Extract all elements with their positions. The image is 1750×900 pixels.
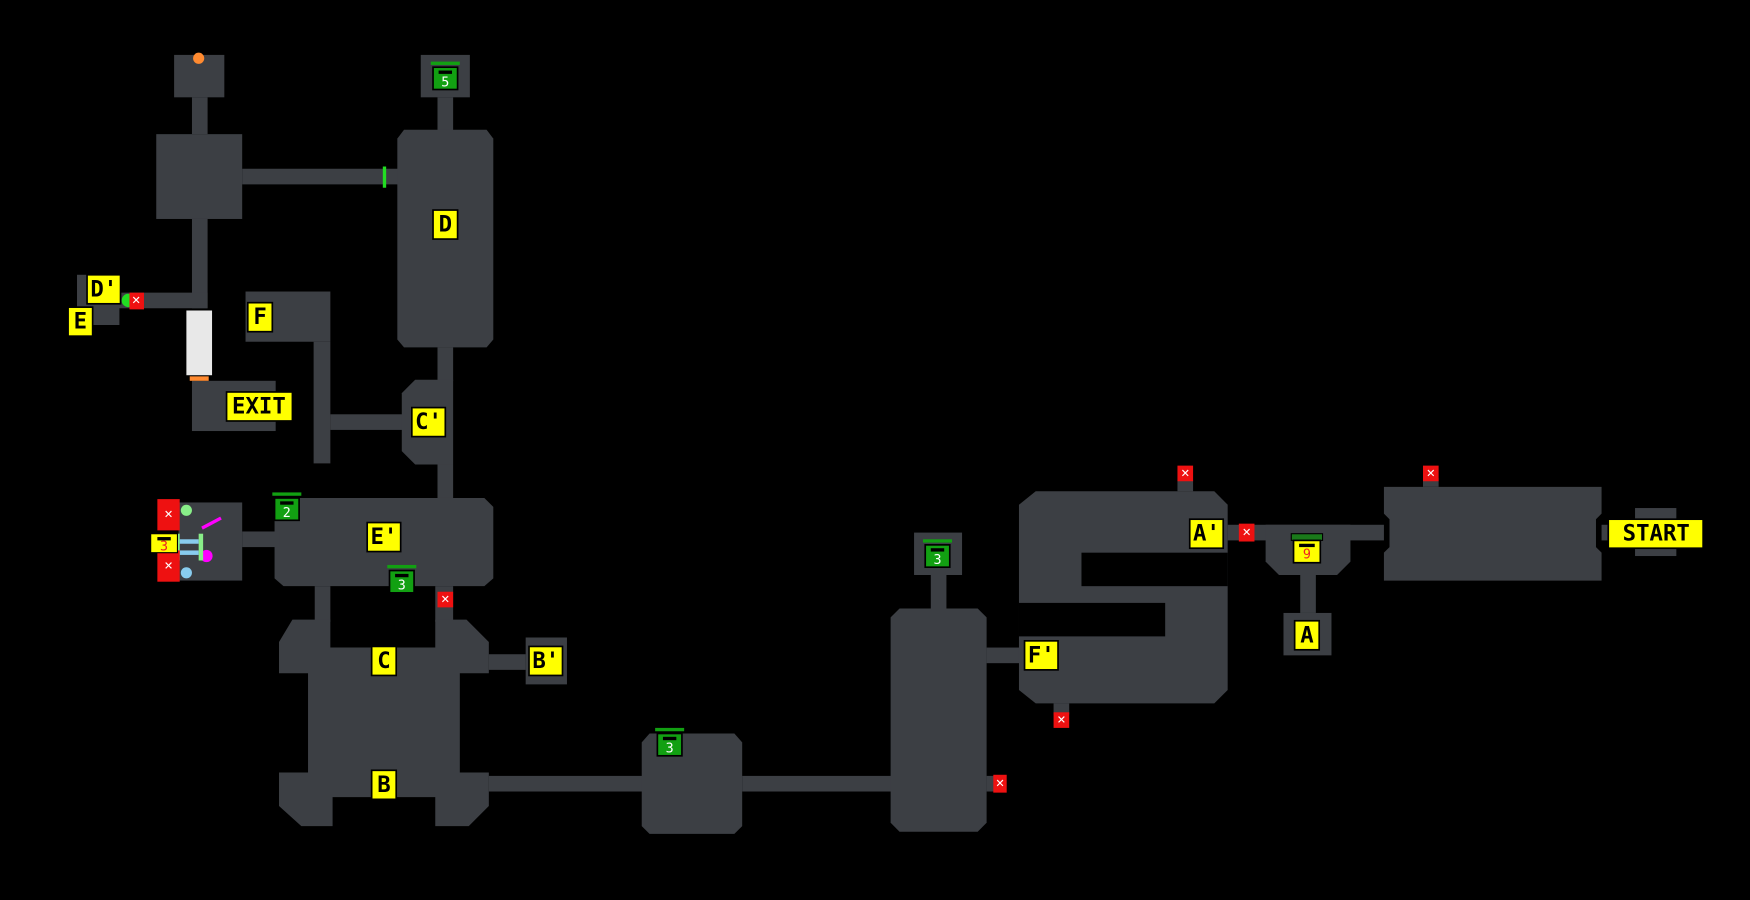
orange-orb-icon [193, 52, 205, 64]
chest[interactable]: 3 [387, 564, 417, 594]
svg-text:✕: ✕ [1181, 467, 1190, 480]
svg-text:F: F [253, 304, 266, 330]
blocked-marker: ✕ [437, 591, 454, 608]
svg-text:C: C [377, 648, 390, 674]
chest[interactable]: 2 [272, 492, 302, 522]
svg-text:A': A' [1193, 521, 1220, 547]
svg-text:E: E [74, 309, 87, 335]
svg-text:F': F' [1028, 642, 1055, 668]
label-d-prime: D' [86, 273, 122, 305]
svg-text:3: 3 [666, 742, 674, 757]
label-e: E [67, 306, 94, 337]
svg-text:5: 5 [441, 75, 449, 90]
label-b-prime: B' [528, 645, 564, 677]
blocked-marker: ✕ [157, 550, 180, 582]
chest[interactable]: 3 [922, 539, 953, 569]
svg-text:E': E' [370, 524, 397, 550]
label-exit: EXIT [225, 391, 294, 422]
chest[interactable]: 3 [655, 727, 685, 757]
label-d: D [432, 209, 459, 240]
magenta-lever[interactable] [201, 516, 222, 530]
svg-text:3: 3 [160, 540, 168, 555]
svg-text:START: START [1623, 521, 1690, 547]
svg-text:A: A [1300, 622, 1314, 648]
light-blue-orb-icon [180, 567, 192, 579]
label-b: B [370, 769, 398, 801]
svg-text:✕: ✕ [131, 294, 140, 307]
blocked-marker: ✕ [1053, 712, 1070, 728]
svg-text:✕: ✕ [1057, 714, 1066, 727]
label-c: C [370, 645, 398, 677]
chest[interactable]: 5 [430, 61, 460, 91]
floor [77, 54, 1677, 834]
blocked-marker: ✕ [129, 292, 144, 310]
svg-text:✕: ✕ [995, 777, 1004, 790]
svg-text:✕: ✕ [164, 560, 173, 573]
fog-barrier [186, 310, 213, 376]
blocked-marker: ✕ [1177, 465, 1194, 482]
svg-text:B: B [377, 772, 390, 798]
svg-text:D': D' [90, 276, 117, 302]
label-c-prime: C' [410, 406, 447, 438]
label-a: A [1293, 619, 1321, 651]
svg-text:B': B' [532, 648, 559, 674]
svg-text:✕: ✕ [1242, 526, 1251, 539]
blocked-marker: ✕ [1238, 523, 1255, 542]
label-e-prime: E' [366, 521, 402, 553]
svg-text:EXIT: EXIT [232, 393, 286, 419]
magenta-orb-icon [200, 549, 213, 563]
svg-text:✕: ✕ [441, 593, 450, 606]
svg-text:2: 2 [283, 506, 291, 521]
chest-left-gate[interactable]: 3 [150, 533, 179, 555]
light-green-orb-icon [180, 504, 192, 516]
label-a-prime: A' [1188, 518, 1225, 550]
chest-a-room[interactable]: 9 [1290, 533, 1324, 564]
svg-text:✕: ✕ [1426, 467, 1435, 480]
blocked-marker: ✕ [993, 774, 1007, 793]
label-f-prime: F' [1023, 640, 1059, 671]
blocked-marker: ✕ [1422, 465, 1439, 482]
green-door[interactable] [382, 166, 387, 188]
orange-switch[interactable] [189, 376, 209, 381]
svg-text:✕: ✕ [164, 508, 173, 521]
label-f: F [246, 301, 274, 333]
svg-text:3: 3 [933, 553, 941, 568]
blocked-marker: ✕ [157, 499, 180, 531]
svg-text:9: 9 [1303, 547, 1311, 562]
svg-text:3: 3 [398, 579, 406, 594]
svg-text:C': C' [415, 409, 442, 435]
svg-text:D: D [439, 212, 452, 238]
label-start: START [1607, 518, 1704, 550]
